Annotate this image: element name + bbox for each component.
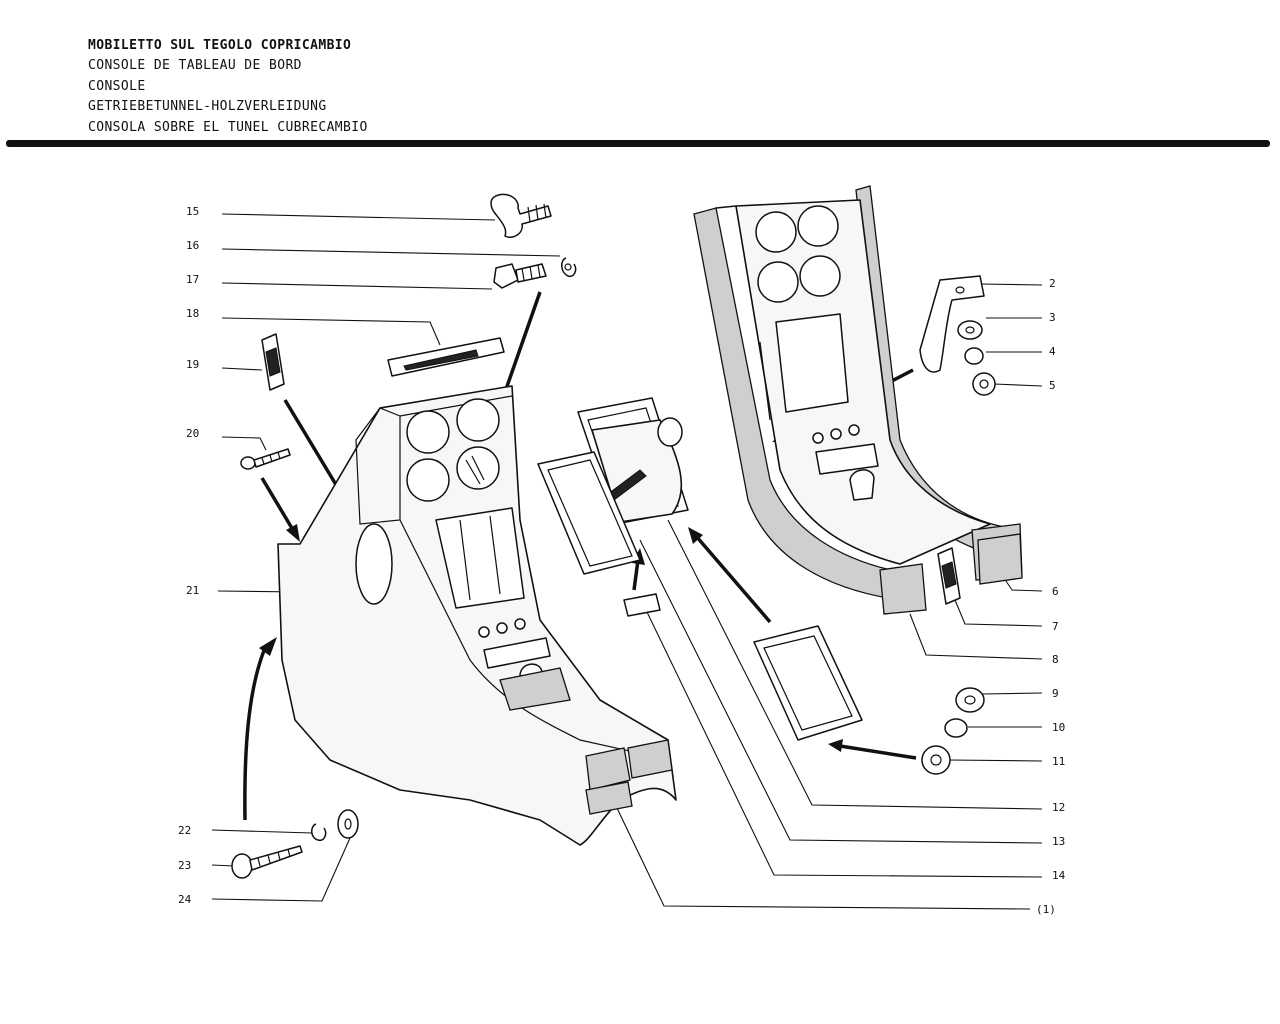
header-block: MOBILETTO SUL TEGOLO COPRICAMBIO CONSOLE… bbox=[88, 36, 368, 138]
washer-part-24 bbox=[337, 809, 359, 839]
leader-1 bbox=[615, 805, 1031, 910]
screw-part-20 bbox=[240, 448, 291, 470]
callout-20: 20 bbox=[186, 427, 199, 440]
callout-1: (1) bbox=[1036, 903, 1056, 916]
washer-part-9 bbox=[955, 687, 985, 713]
leader-6 bbox=[1003, 577, 1043, 592]
leader-13 bbox=[639, 539, 1043, 844]
trim-strip-part-18 bbox=[387, 337, 505, 377]
lock-washer-part-4 bbox=[964, 347, 984, 365]
callout-16: 16 bbox=[186, 239, 199, 252]
callout-23: 23 bbox=[178, 859, 191, 872]
leader-16 bbox=[221, 248, 561, 257]
leader-5 bbox=[993, 383, 1043, 387]
callout-21: 21 bbox=[186, 584, 199, 597]
foam-pad-part-6 bbox=[977, 533, 1023, 585]
title-english: CONSOLE bbox=[88, 78, 146, 94]
leader-17 bbox=[221, 282, 493, 290]
title-italian: MOBILETTO SUL TEGOLO COPRICAMBIO bbox=[88, 38, 352, 53]
clip-part-7 bbox=[937, 547, 961, 605]
callout-14: 14 bbox=[1052, 869, 1066, 882]
nut-part-11 bbox=[921, 745, 951, 775]
callout-22: 22 bbox=[178, 824, 191, 837]
callout-10: 10 bbox=[1052, 721, 1065, 734]
leader-19 bbox=[221, 367, 263, 371]
leader-8 bbox=[909, 613, 1043, 660]
callout-19: 19 bbox=[186, 358, 199, 371]
washer-part-3 bbox=[957, 320, 983, 340]
callout-18: 18 bbox=[186, 307, 199, 320]
leader-2 bbox=[979, 283, 1043, 286]
callout-7: 7 bbox=[1052, 620, 1059, 633]
left-callouts: 15 16 17 18 19 20 21 22 23 24 bbox=[178, 205, 199, 906]
screw-part-23 bbox=[231, 845, 303, 879]
callout-3: 3 bbox=[1049, 311, 1056, 324]
callout-24: 24 bbox=[178, 893, 192, 906]
leader-15 bbox=[221, 213, 496, 221]
leader-23 bbox=[211, 864, 235, 867]
lock-washer-part-16 bbox=[561, 257, 577, 278]
leader-12 bbox=[667, 519, 1043, 810]
wing-screw-part-15 bbox=[490, 193, 552, 238]
title-french: CONSOLE DE TABLEAU DE BORD bbox=[88, 58, 302, 74]
right-callouts: 2 3 4 5 6 7 8 9 10 11 12 13 14 (1) bbox=[1036, 277, 1066, 916]
callout-6: 6 bbox=[1052, 585, 1059, 598]
leader-9 bbox=[981, 692, 1043, 695]
leader-7 bbox=[954, 599, 1043, 627]
bracket-part-2 bbox=[919, 275, 985, 373]
nut-part-5 bbox=[972, 372, 996, 396]
shift-boot-base-part-14 bbox=[537, 451, 661, 617]
callout-15: 15 bbox=[186, 205, 199, 218]
frame-part-trim bbox=[753, 625, 863, 741]
leader-24 bbox=[211, 837, 351, 902]
leader-18 bbox=[221, 317, 441, 346]
callout-4: 4 bbox=[1049, 345, 1056, 358]
console-shell-part-8 bbox=[693, 185, 1023, 615]
leader-lines bbox=[211, 213, 1043, 910]
callout-12: 12 bbox=[1052, 801, 1065, 814]
title-german: GETRIEBETUNNEL-HOLZVERLEIDUNG bbox=[88, 99, 327, 115]
header-rule bbox=[6, 140, 1270, 147]
leader-20 bbox=[221, 436, 267, 451]
leader-14 bbox=[645, 609, 1043, 878]
console-assembly-part-1 bbox=[277, 385, 677, 846]
leader-22 bbox=[211, 829, 313, 834]
lock-washer-part-22 bbox=[311, 823, 327, 842]
title-spanish: CONSOLA SOBRE EL TUNEL CUBRECAMBIO bbox=[88, 119, 368, 135]
bolt-part-17 bbox=[493, 263, 547, 289]
callout-8: 8 bbox=[1052, 653, 1059, 666]
callout-13: 13 bbox=[1052, 835, 1065, 848]
callout-11: 11 bbox=[1052, 755, 1065, 768]
leader-11 bbox=[947, 759, 1043, 762]
callout-5: 5 bbox=[1049, 379, 1056, 392]
callout-17: 17 bbox=[186, 273, 199, 286]
callout-9: 9 bbox=[1052, 687, 1059, 700]
callout-2: 2 bbox=[1049, 277, 1056, 290]
lock-washer-part-10 bbox=[944, 718, 968, 738]
clip-part-19 bbox=[261, 333, 285, 391]
